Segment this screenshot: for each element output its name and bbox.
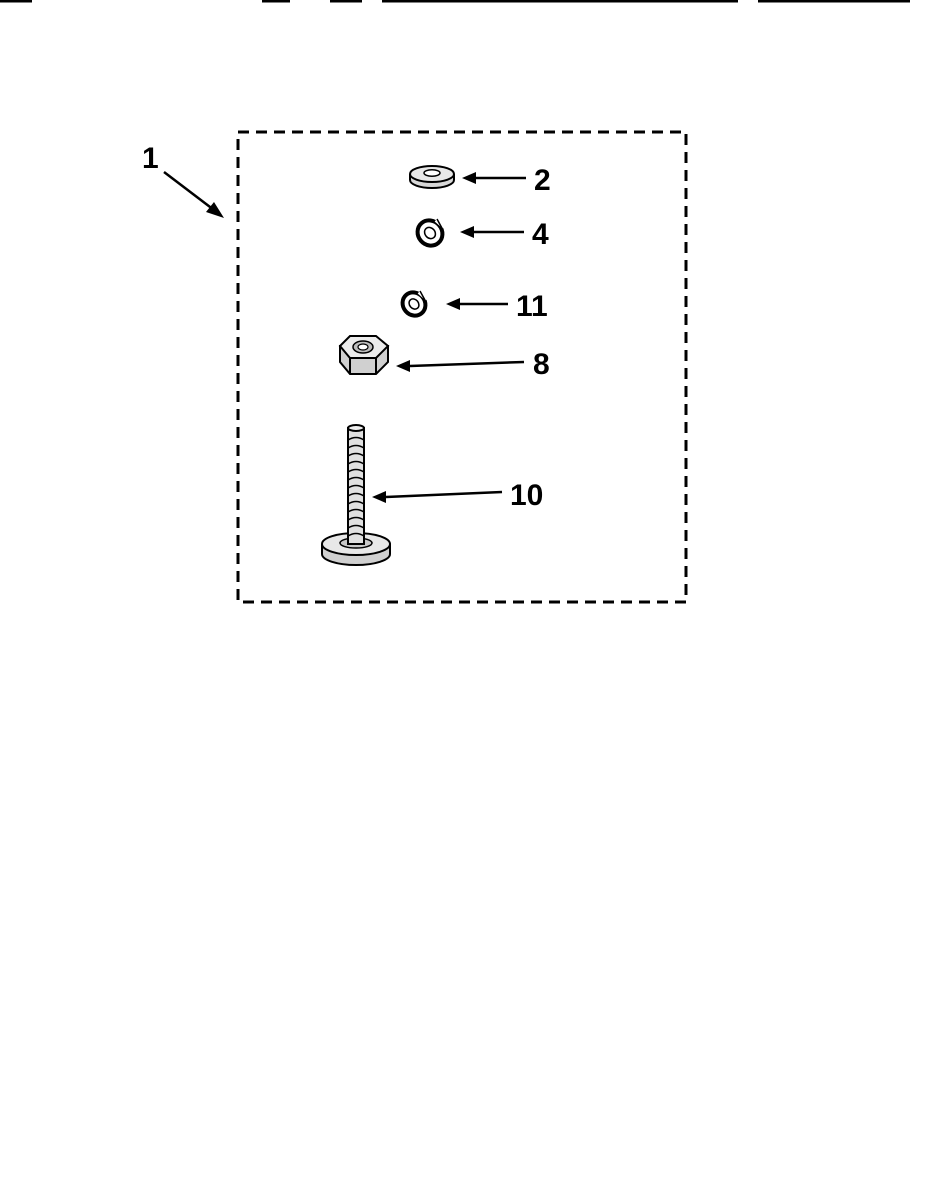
leader-arrow-11 [446, 298, 508, 310]
leader-arrow-2 [462, 172, 526, 184]
leader-arrow-10 [372, 490, 503, 503]
lock-washer-icon [415, 218, 446, 248]
leader-arrow-4 [460, 226, 524, 238]
kit-boundary-box [236, 130, 688, 604]
callout-11: 11 [516, 290, 548, 323]
callout-1: 1 [142, 142, 159, 175]
callout-10: 10 [510, 479, 543, 512]
leader-arrow-8 [396, 360, 525, 372]
leader-arrow-1 [163, 171, 224, 218]
callout-8: 8 [533, 348, 550, 381]
bolt-icon [321, 424, 391, 566]
bolt-threads [347, 436, 365, 537]
callout-2: 2 [534, 164, 551, 197]
hex-nut-icon [338, 335, 390, 375]
callout-4: 4 [532, 218, 549, 251]
small-lock-washer-icon [400, 290, 429, 318]
washer-icon [409, 165, 455, 189]
